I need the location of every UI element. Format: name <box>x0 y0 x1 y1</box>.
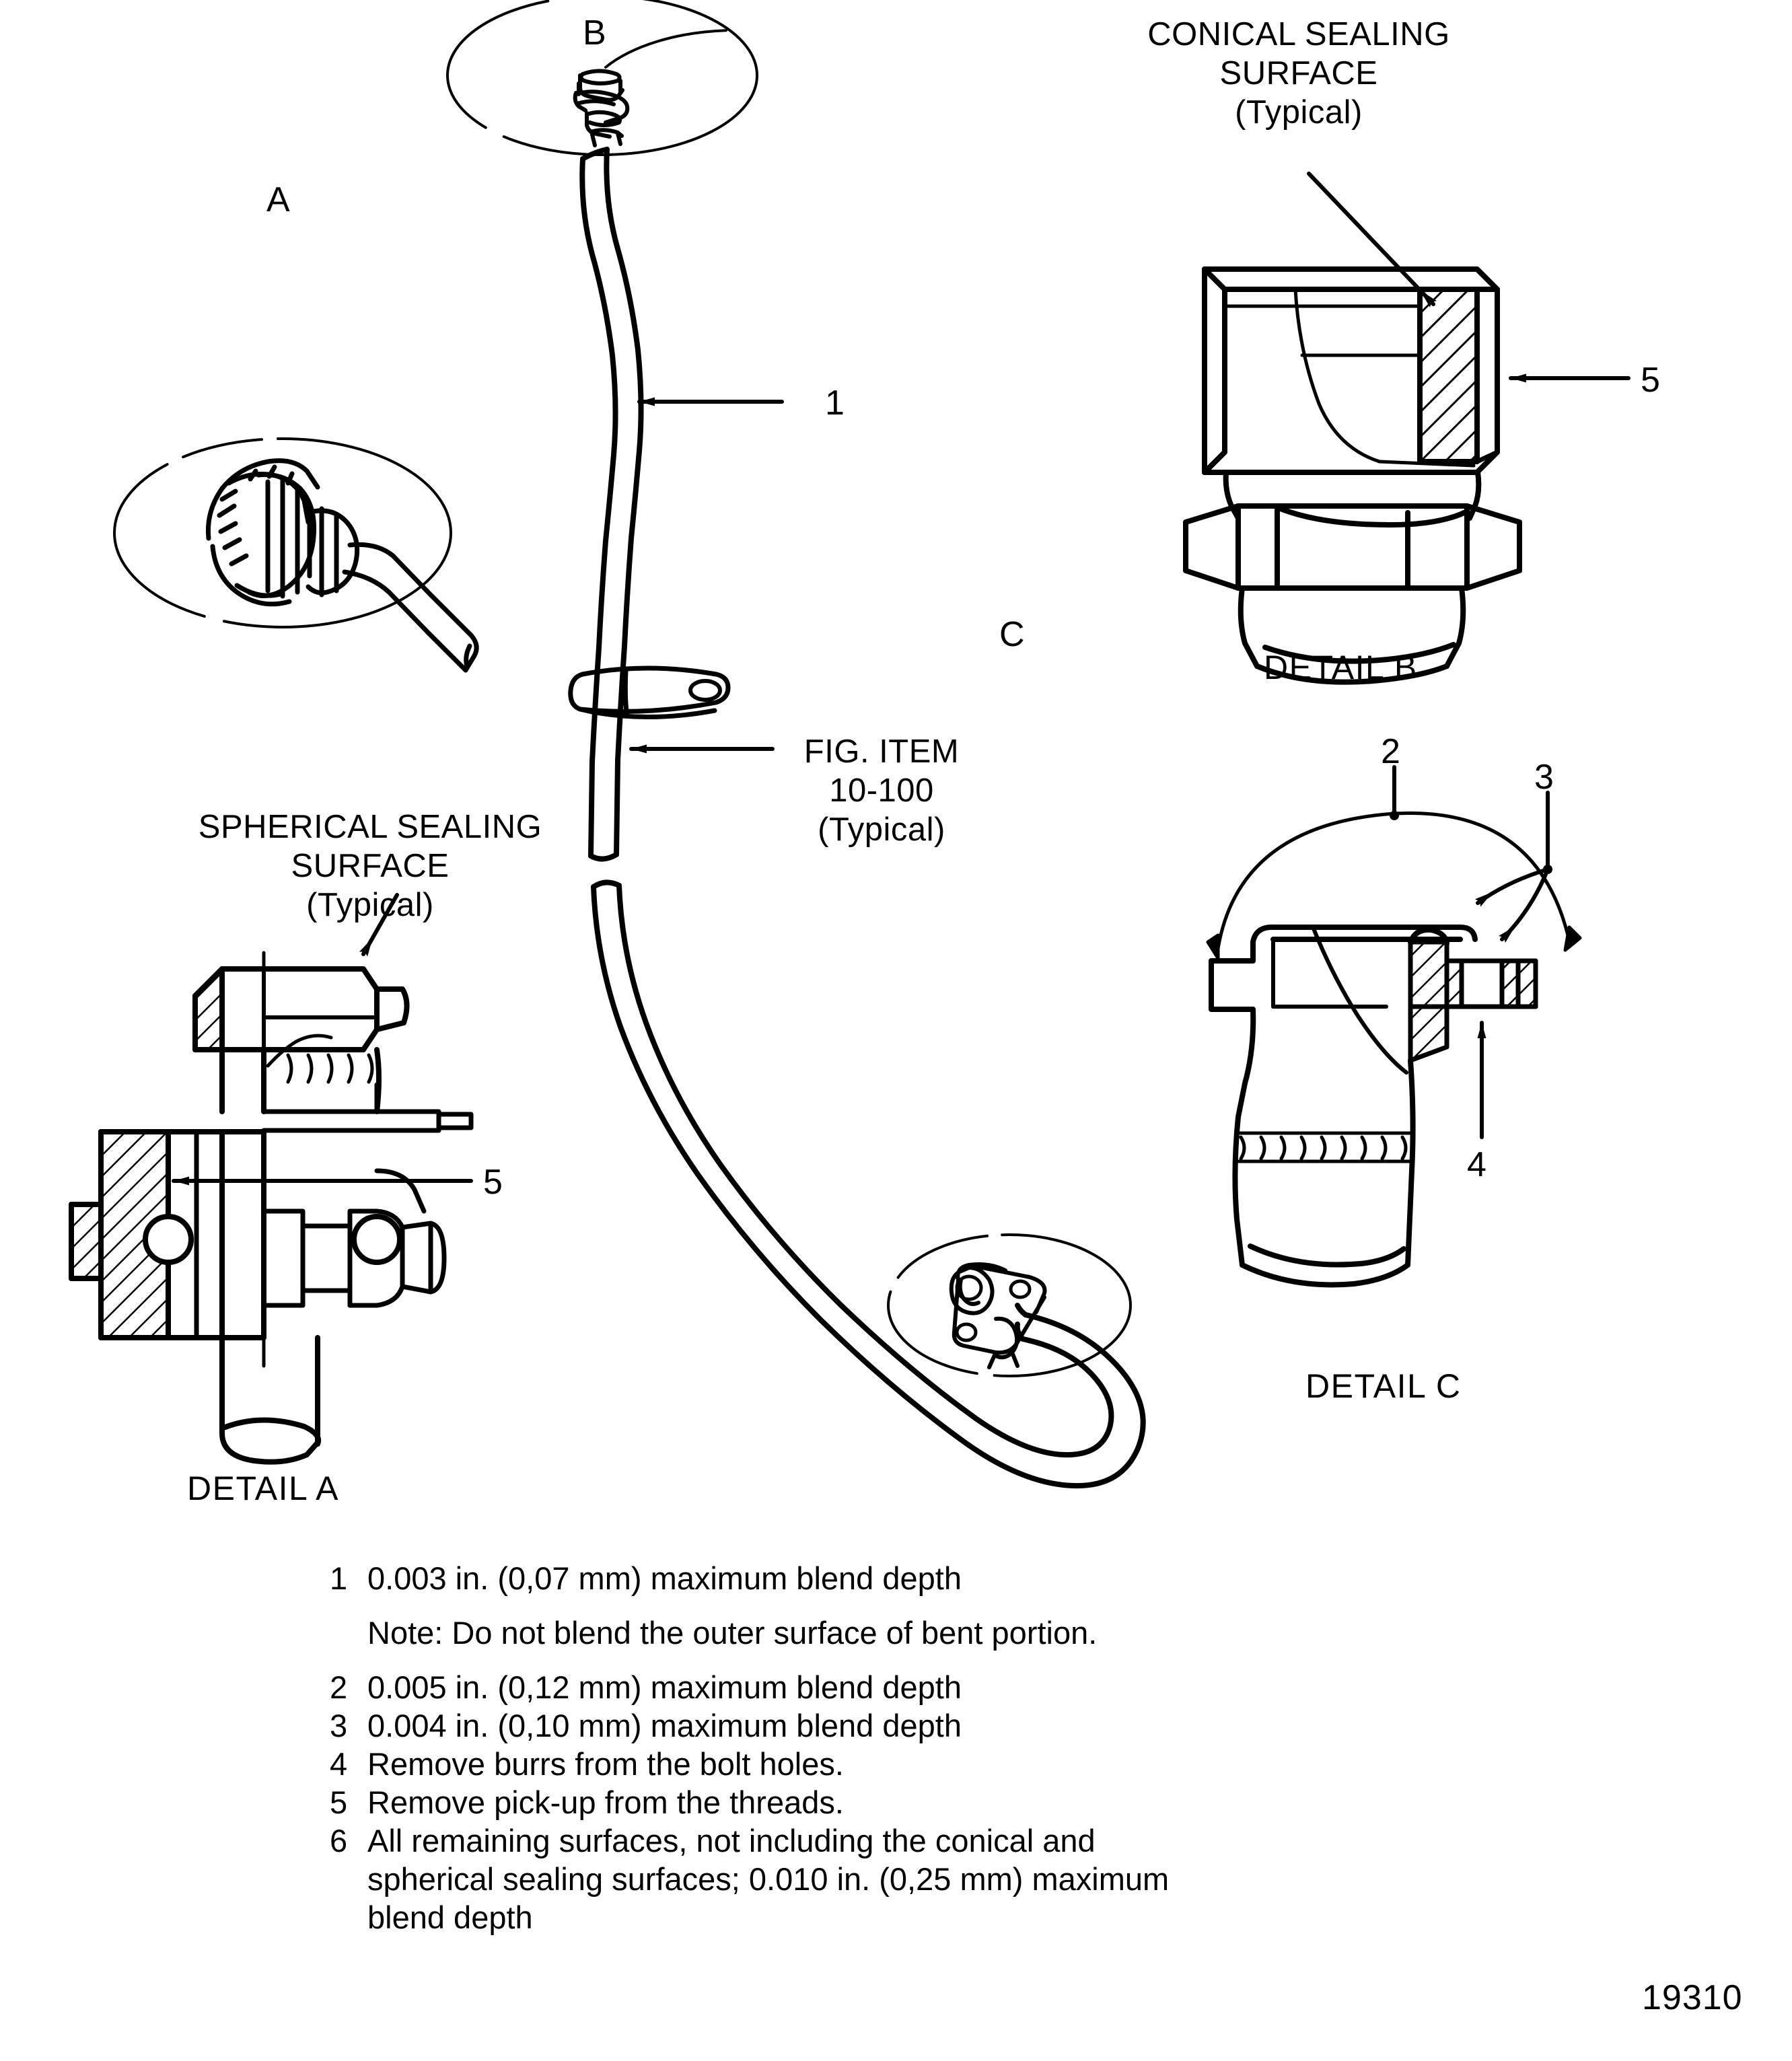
legend-item-number: 5 <box>330 1784 348 1820</box>
legend-item: 4 Remove burrs from the bolt holes. <box>330 1745 1406 1782</box>
legend-item-number: 2 <box>330 1669 348 1705</box>
callout-c-ellipse <box>887 1233 1132 1377</box>
conical-sealing-surface-label-line2: SURFACE <box>1219 55 1378 92</box>
legend-item: 5 Remove pick-up from the threads. <box>330 1784 1406 1821</box>
callout-c-fitting <box>949 1262 1047 1369</box>
tube-clamp-bracket <box>568 665 731 719</box>
leader-number-detail-c-4: 4 <box>1467 1145 1486 1184</box>
legend-item: Note: Do not blend the outer surface of … <box>330 1614 1406 1651</box>
legend-item: 2 0.005 in. (0,12 mm) maximum blend dept… <box>330 1669 1406 1706</box>
legend-spacer <box>330 1653 1406 1669</box>
leader-number-detail-b-5: 5 <box>1641 361 1660 400</box>
detail-c-artwork <box>1206 765 1582 1288</box>
legend-spacer <box>330 1598 1406 1614</box>
legend-item-number: 1 <box>330 1560 348 1596</box>
legend-item-text: blend depth <box>367 1900 533 1935</box>
legend-item-text: All remaining surfaces, not including th… <box>367 1823 1096 1858</box>
legend-item-number: 3 <box>330 1708 348 1743</box>
legend-item-text: Remove burrs from the bolt holes. <box>367 1746 844 1782</box>
leader-number-1: 1 <box>825 384 845 423</box>
legend-list: 1 0.003 in. (0,07 mm) maximum blend dept… <box>330 1560 1406 1937</box>
callout-b-fitting <box>573 69 630 147</box>
callout-c-letter: C <box>999 615 1025 654</box>
legend-item-text: Remove pick-up from the threads. <box>367 1784 844 1820</box>
leader-number-detail-c-2: 2 <box>1381 732 1400 771</box>
legend-item: 6 All remaining surfaces, not including … <box>330 1822 1406 1859</box>
detail-b-artwork <box>1183 172 1630 685</box>
legend-item-text: 0.005 in. (0,12 mm) maximum blend depth <box>367 1669 962 1705</box>
fig-item-label-line2: 10-100 <box>829 772 934 809</box>
legend-item: 3 0.004 in. (0,10 mm) maximum blend dept… <box>330 1707 1406 1744</box>
conical-sealing-surface-label-line3: (Typical) <box>1235 94 1363 131</box>
legend-item-text: 0.004 in. (0,10 mm) maximum blend depth <box>367 1708 962 1743</box>
legend-item: 1 0.003 in. (0,07 mm) maximum blend dept… <box>330 1560 1406 1597</box>
detail-b-caption: DETAIL B <box>1264 649 1418 686</box>
legend-item: spherical sealing surfaces; 0.010 in. (0… <box>330 1860 1406 1897</box>
fig-item-label-line3: (Typical) <box>818 811 945 848</box>
callout-a-ellipse <box>113 437 452 628</box>
spherical-sealing-surface-label-line3: (Typical) <box>306 887 434 923</box>
detail-a-caption: DETAIL A <box>187 1470 339 1507</box>
callout-a-fitting <box>205 458 479 673</box>
legend-item-text: Note: Do not blend the outer surface of … <box>367 1615 1098 1651</box>
callout-b-letter: B <box>583 13 606 52</box>
legend-item-text: spherical sealing surfaces; 0.010 in. (0… <box>367 1861 1170 1897</box>
legend-item-number: 6 <box>330 1823 348 1858</box>
legend-item-number: 4 <box>330 1746 348 1782</box>
detail-c-caption: DETAIL C <box>1305 1367 1462 1405</box>
drawing-number: 19310 <box>1642 1978 1743 2017</box>
spherical-sealing-surface-label-line1: SPHERICAL SEALING <box>198 809 542 845</box>
fig-item-label-line1: FIG. ITEM <box>803 733 960 770</box>
leader-number-detail-c-3: 3 <box>1534 758 1554 797</box>
legend-item-text: 0.003 in. (0,07 mm) maximum blend depth <box>367 1560 962 1596</box>
leader-number-detail-a-5: 5 <box>483 1163 503 1202</box>
callout-a-letter: A <box>266 180 290 219</box>
legend-item: blend depth <box>330 1899 1406 1936</box>
spherical-sealing-surface-label-line2: SURFACE <box>291 848 450 884</box>
detail-a-artwork <box>69 893 474 1465</box>
conical-sealing-surface-label-line1: CONICAL SEALING <box>1147 16 1450 52</box>
